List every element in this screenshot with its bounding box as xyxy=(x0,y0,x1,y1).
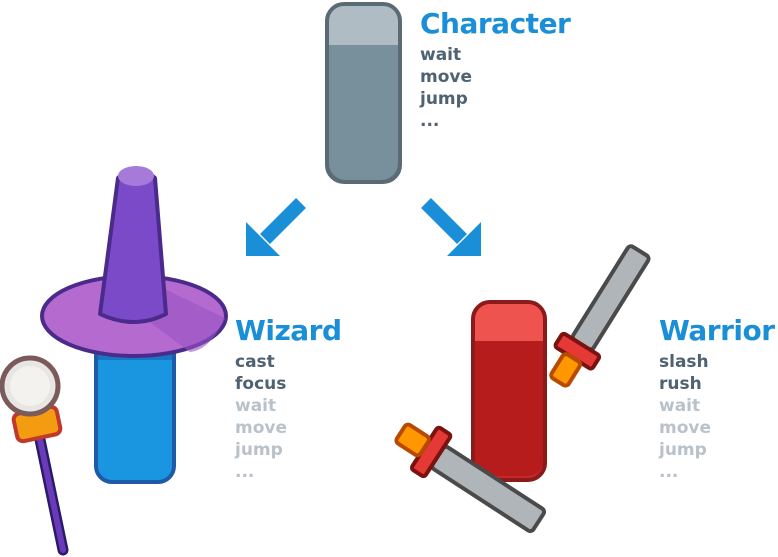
warrior-title: Warrior xyxy=(659,314,775,347)
warrior-item-jump: jump xyxy=(659,440,707,460)
wizard-item-cast: cast xyxy=(235,352,275,372)
warrior-item-rush: rush xyxy=(659,374,702,394)
wizard-item-move: move xyxy=(235,418,288,438)
arrow-left-down-icon xyxy=(246,198,306,256)
arrow-right-down-icon xyxy=(421,198,481,256)
wizard-label: Wizard cast focus wait move jump ... xyxy=(235,315,342,483)
warrior-item-ellipsis: ... xyxy=(659,462,679,482)
character-title: Character xyxy=(420,7,571,40)
character-label: Character wait move jump ... xyxy=(420,7,571,132)
sword-icon xyxy=(394,422,547,534)
wand-icon xyxy=(0,355,69,556)
warrior-item-move: move xyxy=(659,418,712,438)
wizard-title: Wizard xyxy=(235,314,342,347)
wizard-item-wait: wait xyxy=(235,396,277,416)
warrior-label: Warrior slash rush wait move jump ... xyxy=(659,315,775,483)
wizard-item-ellipsis: ... xyxy=(235,462,255,482)
character-item-wait: wait xyxy=(420,45,462,65)
warrior-item-slash: slash xyxy=(659,352,709,372)
sword-icon xyxy=(549,244,651,388)
warrior-item-wait: wait xyxy=(659,396,701,416)
character-item-ellipsis: ... xyxy=(420,111,440,131)
warrior-icon xyxy=(471,300,547,482)
character-item-move: move xyxy=(420,67,473,87)
wizard-item-jump: jump xyxy=(235,440,283,460)
wizard-item-focus: focus xyxy=(235,374,287,394)
character-icon xyxy=(325,2,402,184)
wizard-icon xyxy=(40,166,228,484)
character-item-jump: jump xyxy=(420,89,468,109)
